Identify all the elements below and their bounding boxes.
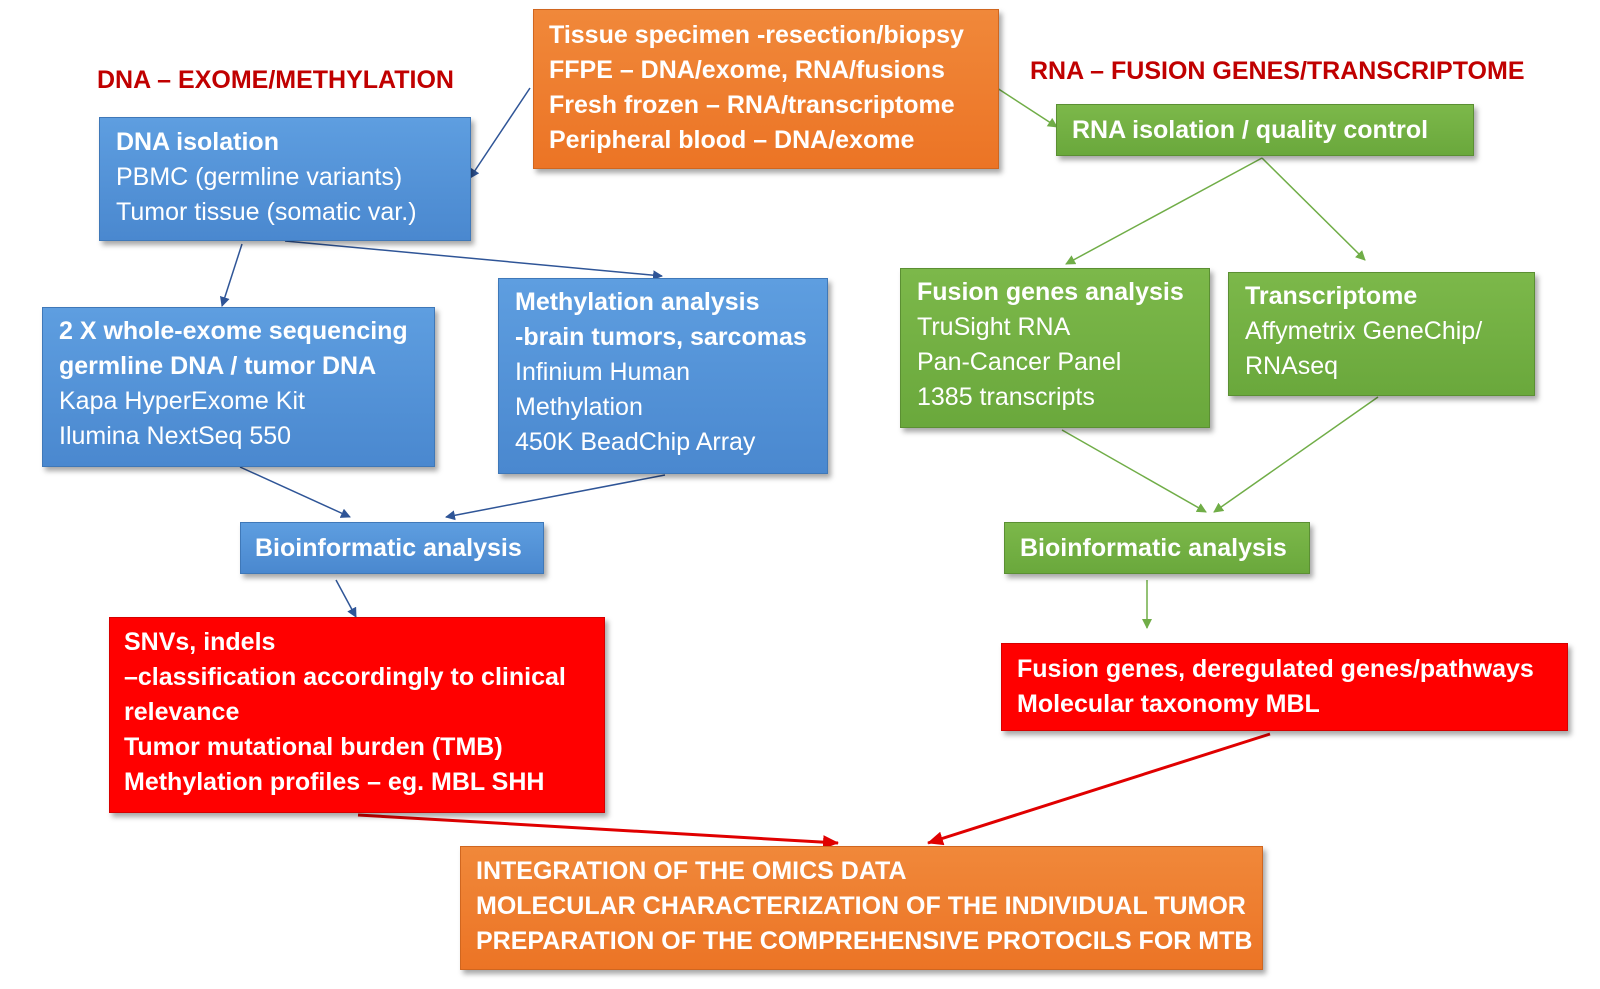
dna-isolation-box: DNA isolation PBMC (germline variants) T…: [99, 117, 471, 241]
dna-results-box: SNVs, indels –classification accordingly…: [109, 617, 605, 813]
arrow-dna-results-to-integration: [357, 813, 839, 850]
fusion-line: 1385 transcripts: [917, 383, 1095, 411]
fusion-box: Fusion genes analysis TruSight RNA Pan-C…: [900, 268, 1210, 428]
dna-results-line: SNVs, indels: [124, 628, 276, 656]
arrow-specimen-to-dna: [469, 87, 531, 179]
specimen-line: Peripheral blood – DNA/exome: [549, 126, 915, 154]
integration-box: INTEGRATION OF THE OMICS DATA MOLECULAR …: [460, 846, 1263, 970]
dna-section-title: DNA – EXOME/METHYLATION: [97, 66, 454, 94]
dna-results-line: relevance: [124, 698, 240, 726]
transcriptome-line: Affymetrix GeneChip/: [1245, 317, 1483, 345]
specimen-line: Fresh frozen – RNA/transcriptome: [549, 91, 955, 119]
integration-line: INTEGRATION OF THE OMICS DATA: [476, 857, 907, 885]
bioinformatic-rna-box: Bioinformatic analysis: [1004, 522, 1310, 574]
arrow-rna-to-transcriptome: [1261, 157, 1366, 261]
exome-title-line: 2 X whole-exome sequencing: [59, 317, 408, 345]
rna-results-line: Fusion genes, deregulated genes/pathways: [1017, 655, 1534, 683]
exome-line: Ilumina NextSeq 550: [59, 422, 292, 450]
specimen-box: Tissue specimen -resection/biopsy FFPE –…: [533, 9, 999, 169]
transcriptome-title: Transcriptome: [1245, 282, 1418, 310]
rna-isolation-box: RNA isolation / quality control: [1056, 104, 1474, 156]
bioinformatic-dna-label: Bioinformatic analysis: [255, 534, 522, 562]
fusion-line: TruSight RNA: [917, 313, 1071, 341]
methylation-line: Methylation: [515, 393, 643, 421]
methylation-line: 450K BeadChip Array: [515, 428, 756, 456]
specimen-line: Tissue specimen -resection/biopsy: [549, 21, 964, 49]
methylation-box: Methylation analysis -brain tumors, sarc…: [498, 278, 828, 474]
exome-line: Kapa HyperExome Kit: [59, 387, 305, 415]
transcriptome-line: RNAseq: [1245, 352, 1339, 380]
exome-box: 2 X whole-exome sequencing germline DNA …: [42, 307, 435, 467]
integration-line: MOLECULAR CHARACTERIZATION OF THE INDIVI…: [476, 892, 1246, 920]
rna-results-line: Molecular taxonomy MBL: [1017, 690, 1320, 718]
arrow-rna-to-fusion: [1065, 157, 1263, 265]
arrow-methylation-to-bioinf: [445, 474, 666, 521]
bioinformatic-dna-box: Bioinformatic analysis: [240, 522, 544, 574]
methylation-title-line: -brain tumors, sarcomas: [515, 323, 807, 351]
bioinformatic-rna-label: Bioinformatic analysis: [1020, 534, 1287, 562]
arrow-dna-to-methylation: [284, 240, 663, 281]
dna-results-line: Methylation profiles – eg. MBL SHH: [124, 768, 545, 796]
arrow-dna-to-exome: [220, 243, 243, 307]
integration-line: PREPARATION OF THE COMPREHENSIVE PROTOCI…: [476, 927, 1253, 955]
arrow-fusion-to-bioinf: [1061, 429, 1207, 513]
arrow-transcriptome-to-bioinf: [1213, 396, 1379, 513]
arrow-specimen-to-rna: [996, 87, 1058, 128]
transcriptome-box: Transcriptome Affymetrix GeneChip/ RNAse…: [1228, 272, 1535, 396]
rna-isolation-label: RNA isolation / quality control: [1072, 116, 1429, 144]
specimen-line: FFPE – DNA/exome, RNA/fusions: [549, 56, 945, 84]
arrow-exome-to-bioinf: [239, 466, 351, 518]
dna-results-line: –classification accordingly to clinical: [124, 663, 566, 691]
rna-results-box: Fusion genes, deregulated genes/pathways…: [1001, 643, 1568, 731]
methylation-title-line: Methylation analysis: [515, 288, 760, 316]
dna-isolation-line: Tumor tissue (somatic var.): [116, 198, 417, 226]
methylation-line: Infinium Human: [515, 358, 691, 386]
arrow-rna-results-to-integration: [927, 732, 1271, 846]
dna-isolation-line: PBMC (germline variants): [116, 163, 403, 191]
rna-section-title: RNA – FUSION GENES/TRANSCRIPTOME: [1030, 57, 1525, 85]
arrow-bioinf-to-results: [335, 579, 357, 618]
exome-title-line: germline DNA / tumor DNA: [59, 352, 377, 380]
fusion-title: Fusion genes analysis: [917, 278, 1184, 306]
dna-results-line: Tumor mutational burden (TMB): [124, 733, 503, 761]
dna-isolation-title: DNA isolation: [116, 128, 279, 156]
fusion-line: Pan-Cancer Panel: [917, 348, 1122, 376]
